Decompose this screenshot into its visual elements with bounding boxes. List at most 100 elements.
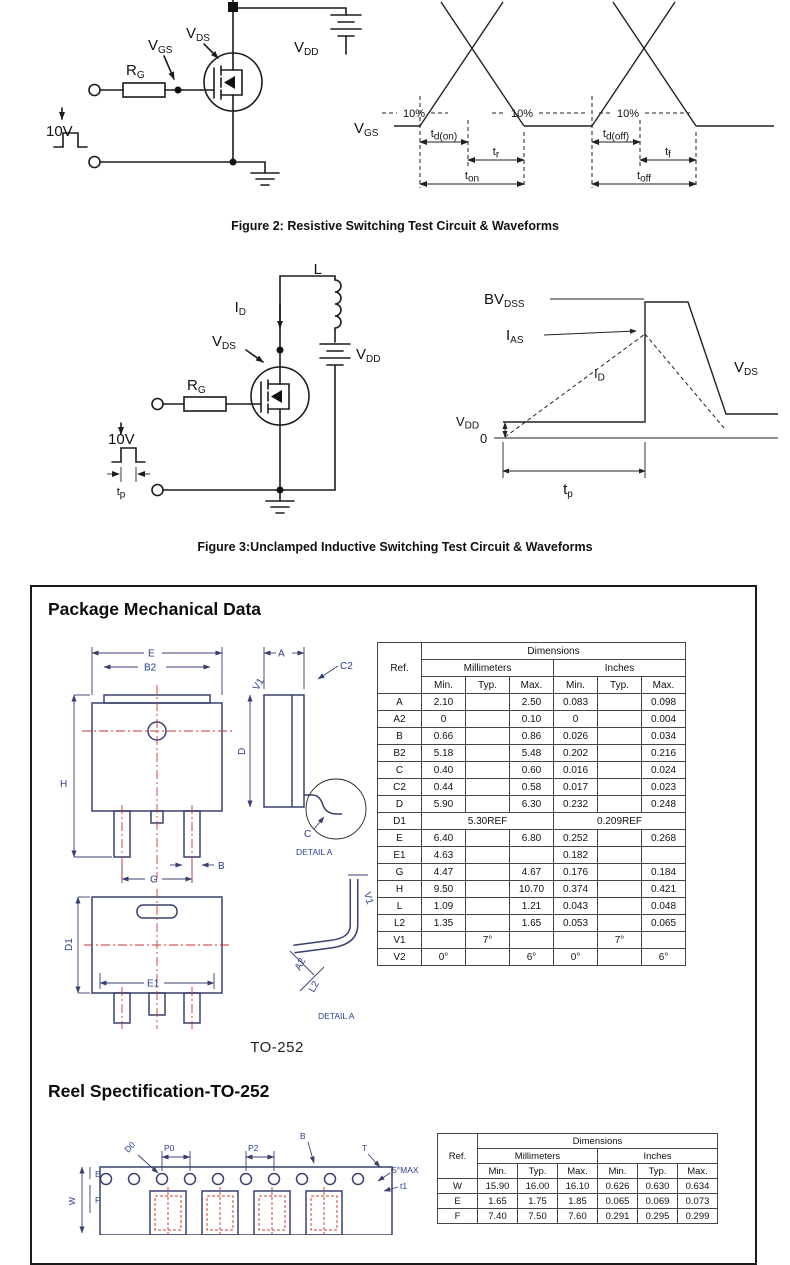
subheader-cell: Typ. [637, 1163, 678, 1179]
value-cell: 4.67 [509, 863, 554, 881]
ref-cell: L2 [377, 914, 422, 932]
value-cell: 7.40 [477, 1208, 518, 1224]
wave-vgs-label: VGS [354, 120, 379, 139]
pulse-voltage-label: 10V [46, 123, 73, 140]
value-cell: 16.00 [517, 1178, 558, 1194]
value-cell: 4.63 [421, 846, 466, 864]
ref-cell: A2 [377, 710, 422, 728]
value-cell: 0.40 [421, 761, 466, 779]
fig3-circuit-diagram: ID L VDS VDD RG 10V tp [107, 261, 380, 514]
value-cell: 0.44 [421, 778, 466, 796]
value-cell [509, 846, 554, 864]
pockets [149, 1190, 343, 1235]
value-cell: 0.098 [641, 693, 686, 711]
value-cell: 6.40 [421, 829, 466, 847]
vds-label: VDS [186, 25, 210, 44]
ref-cell: E [437, 1193, 478, 1209]
dim-label-b: B [218, 861, 225, 872]
dim-label-v1: V1 [251, 676, 267, 692]
value-cell: 4.47 [421, 863, 466, 881]
value-cell [597, 829, 642, 847]
ref-cell: B2 [377, 744, 422, 762]
datasheet-page: { "figure2": { "caption": "Figure 2: Res… [30, 0, 778, 1265]
timing-arrows [419, 139, 697, 187]
battery-symbol [330, 14, 362, 37]
value-cell: 0.176 [553, 863, 598, 881]
dimensions-header: Dimensions [421, 642, 686, 660]
ten-percent-label-2: 10% [511, 108, 533, 120]
value-cell: 10.70 [509, 880, 554, 898]
rg-label: RG [187, 377, 206, 396]
value-cell: 0.073 [677, 1193, 718, 1209]
figure2-caption: Figure 2: Resistive Switching Test Circu… [231, 219, 559, 233]
dim-label-a: A [278, 649, 285, 660]
table-header-row: Min.Typ.Max.Min.Typ.Max. [438, 1163, 718, 1179]
dim-label-v1b: V1 [361, 891, 375, 906]
dim-label-e: E [148, 649, 155, 660]
dim-label-angle: 5°MAX [392, 1165, 419, 1175]
value-cell: 0.053 [553, 914, 598, 932]
value-cell: 0.048 [641, 897, 686, 915]
dim-label-b: B [300, 1131, 306, 1141]
table-header-row: Ref.Dimensions [377, 642, 686, 694]
ton-label: ton [465, 170, 479, 185]
value-cell [597, 948, 642, 966]
table-header-row: Min.Typ.Max.Min.Typ.Max. [378, 676, 686, 694]
mosfet-symbol [200, 52, 263, 112]
value-cell: 0.252 [553, 829, 598, 847]
value-cell: 0.58 [509, 778, 554, 796]
value-cell: 0.182 [553, 846, 598, 864]
value-cell [597, 710, 642, 728]
value-cell: 5.30REF [421, 812, 554, 830]
ref-cell: L [377, 897, 422, 915]
tp-dimension [502, 442, 646, 478]
value-cell [553, 931, 598, 949]
dim-label-w: W [67, 1197, 77, 1205]
value-cell [641, 846, 686, 864]
ground-icon [265, 500, 295, 514]
reel-dimensions [79, 1141, 399, 1234]
value-cell: 6.30 [509, 795, 554, 813]
circuit-wires [99, 0, 347, 174]
value-cell: 2.10 [421, 693, 466, 711]
value-cell [597, 761, 642, 779]
value-cell: 0.043 [553, 897, 598, 915]
value-cell: 5.90 [421, 795, 466, 813]
side-view-dimensions [247, 647, 339, 830]
value-cell: 0.024 [641, 761, 686, 779]
package-name-label: TO-252 [250, 1039, 304, 1056]
reel-tape-drawing: P0 P2 B T 5°MAX t1 W E F D0 [67, 1131, 419, 1235]
id-trace [504, 333, 725, 438]
ias-arrow [543, 328, 637, 336]
resistor-rg [122, 82, 166, 98]
tp-dimension [107, 467, 150, 482]
value-cell: 0.184 [641, 863, 686, 881]
wave-id-label: ID [594, 366, 605, 384]
side-view-outline [263, 694, 342, 815]
value-cell: 0.023 [641, 778, 686, 796]
value-cell: 1.85 [557, 1193, 598, 1209]
value-cell: 0.60 [509, 761, 554, 779]
value-cell: 1.09 [421, 897, 466, 915]
td-off-label: td(off) [603, 128, 629, 143]
pulse-source [53, 83, 101, 169]
value-cell: 1.65 [477, 1193, 518, 1209]
value-cell: 0.295 [637, 1208, 678, 1224]
vgs-label: VGS [148, 37, 173, 56]
value-cell: 0.634 [677, 1178, 718, 1194]
value-cell: 5.18 [421, 744, 466, 762]
mosfet-symbol [249, 366, 310, 426]
